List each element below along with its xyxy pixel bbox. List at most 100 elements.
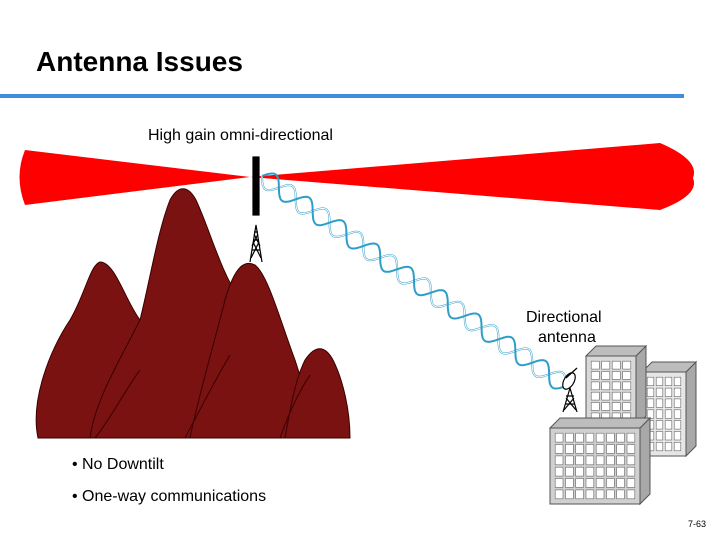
window [664, 441, 673, 452]
window [622, 381, 632, 391]
window [673, 420, 682, 430]
window [664, 431, 673, 441]
window [626, 489, 636, 500]
window [664, 398, 673, 408]
slide-title: Antenna Issues [36, 46, 243, 77]
window [585, 455, 595, 466]
mountain-ridge-2 [184, 354, 231, 439]
window [626, 478, 636, 488]
window [575, 466, 584, 477]
window [565, 455, 574, 466]
window [585, 478, 595, 488]
window [606, 455, 615, 466]
window [616, 444, 625, 454]
window [601, 391, 611, 401]
bullet-list: •No Downtilt •One-way communications [72, 454, 266, 518]
radio-tower-icon [249, 156, 263, 263]
beam-lobe-left [19, 150, 250, 205]
window [655, 376, 664, 387]
bullet-text: No Downtilt [82, 456, 164, 473]
window [601, 360, 611, 370]
window [565, 478, 574, 488]
window [611, 371, 621, 380]
window [565, 432, 574, 443]
bullet-item: •No Downtilt [72, 454, 266, 486]
window [626, 432, 636, 443]
window [626, 455, 636, 466]
window [655, 431, 664, 441]
mountain-small-right [284, 348, 351, 439]
window [616, 432, 625, 443]
bullet-marker: • [72, 488, 78, 505]
page-number: 7-63 [687, 519, 706, 529]
mountain-mid-right [189, 262, 321, 439]
window [585, 444, 595, 454]
window [622, 402, 632, 411]
window [646, 398, 655, 408]
window [611, 360, 621, 370]
window [601, 371, 611, 380]
window [585, 489, 595, 500]
window [575, 455, 584, 466]
dish-antenna-icon [562, 367, 578, 413]
window [673, 431, 682, 441]
window [565, 444, 574, 454]
window [616, 466, 625, 477]
window [673, 376, 682, 387]
window [585, 466, 595, 477]
window [655, 398, 664, 408]
window [606, 478, 615, 488]
window [606, 466, 615, 477]
window [606, 432, 615, 443]
title-divider [0, 94, 684, 98]
window [601, 381, 611, 391]
window [554, 466, 564, 477]
mountain-ridge-3 [279, 374, 311, 439]
window [626, 444, 636, 454]
window [611, 391, 621, 401]
window [606, 444, 615, 454]
building-group [548, 344, 698, 506]
window [590, 402, 600, 411]
bullet-item: •One-way communications [72, 486, 266, 518]
window [616, 455, 625, 466]
window [673, 387, 682, 397]
window [622, 371, 632, 380]
window [622, 391, 632, 401]
window [595, 444, 605, 454]
window [622, 360, 632, 370]
window [673, 398, 682, 408]
window [590, 360, 600, 370]
window [554, 444, 564, 454]
window [664, 420, 673, 430]
building-icon [584, 344, 648, 428]
window [575, 478, 584, 488]
window [606, 489, 615, 500]
window [655, 409, 664, 419]
window [565, 489, 574, 500]
omni-label: High gain omni-directional [148, 127, 333, 144]
window [616, 489, 625, 500]
window [554, 432, 564, 443]
window [611, 381, 621, 391]
window [565, 466, 574, 477]
window [554, 455, 564, 466]
window [590, 381, 600, 391]
window [554, 489, 564, 500]
window [616, 478, 625, 488]
beam-lobe-right [250, 143, 695, 210]
window [595, 466, 605, 477]
bullet-text: One-way communications [82, 488, 267, 505]
window [595, 455, 605, 466]
window [575, 432, 584, 443]
window [554, 478, 564, 488]
window [646, 376, 655, 387]
window [664, 376, 673, 387]
directional-label-line1: Directional [526, 309, 602, 326]
building-icon [548, 416, 652, 506]
window [601, 402, 611, 411]
window [673, 409, 682, 419]
mountain-range [35, 188, 351, 439]
